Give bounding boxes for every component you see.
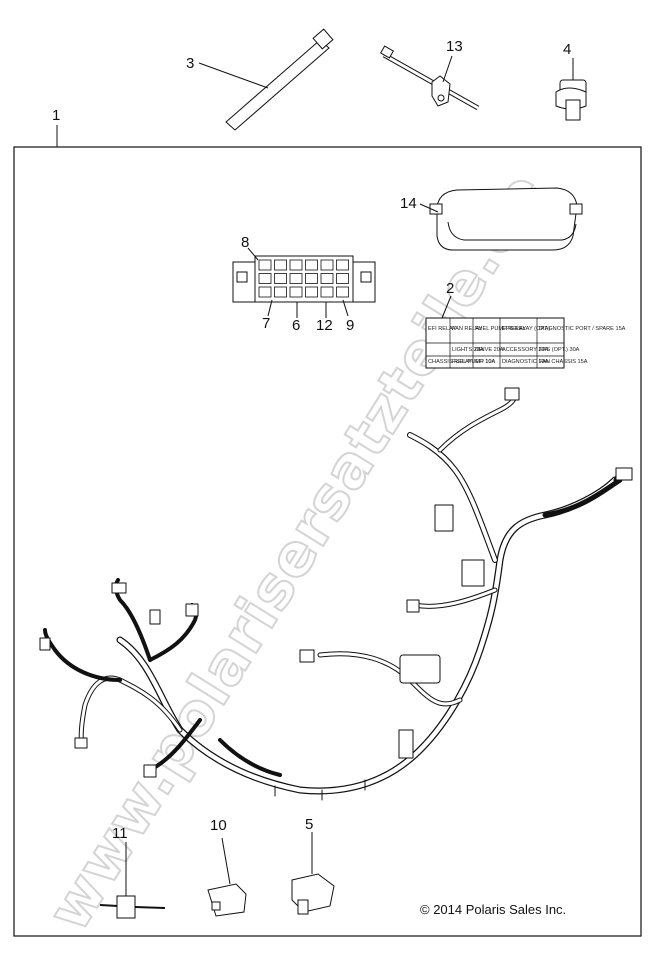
fuse-cell bbox=[305, 259, 318, 271]
fuse-label-decal: EFI RELAY FAN RELAY FUEL PUMP RELAY EPS … bbox=[425, 295, 626, 369]
decal-efi-10a: EFI 10A bbox=[475, 359, 495, 365]
fuse-cell bbox=[289, 259, 303, 271]
callout-6: 6 bbox=[292, 317, 300, 334]
callout-1: 1 bbox=[52, 107, 60, 124]
decal-eps-30a: EPS (OPT.) 30A bbox=[539, 347, 580, 353]
fuse-cell bbox=[336, 259, 349, 271]
fuse-cell bbox=[274, 273, 287, 284]
fuse-block bbox=[232, 247, 376, 318]
callout-10: 10 bbox=[210, 817, 227, 834]
inline-fuse-part bbox=[99, 842, 166, 919]
decal-lights-20a: LIGHTS 20A bbox=[452, 347, 484, 353]
callout-5: 5 bbox=[305, 816, 313, 833]
callout-13: 13 bbox=[446, 38, 463, 55]
decal-fan-chassis-15a: FAN CHASSIS 15A bbox=[539, 359, 588, 365]
fuse-cell bbox=[258, 286, 272, 298]
decal-chassis-relay: CHASSIS RELAY bbox=[428, 359, 472, 365]
callout-4: 4 bbox=[563, 41, 571, 58]
decal-fan-relay: FAN RELAY bbox=[452, 326, 483, 332]
callout-3: 3 bbox=[186, 55, 194, 72]
fuse-cell bbox=[336, 286, 349, 298]
callout-7: 7 bbox=[262, 315, 270, 332]
callout-11: 11 bbox=[112, 825, 128, 842]
fuse-cell bbox=[274, 286, 287, 298]
decal-fuel-pump-relay: FUEL PUMP RELAY bbox=[475, 326, 526, 332]
cable-tie-part bbox=[198, 28, 334, 131]
copyright-text: © 2014 Polaris Sales Inc. bbox=[420, 902, 566, 917]
fuse-cell bbox=[305, 286, 318, 298]
decal-diagnostic-spare: DIAGNOSTIC PORT / SPARE 15A bbox=[539, 326, 626, 332]
connector-part bbox=[291, 832, 335, 915]
fuse-cell bbox=[289, 273, 303, 284]
tie-mount-part bbox=[379, 45, 480, 111]
callout-2: 2 bbox=[446, 280, 454, 297]
fuse-cell bbox=[320, 259, 334, 271]
fuse-cell bbox=[258, 259, 272, 271]
decal-fuel-pump-10a: FUEL PUMP 10A bbox=[452, 359, 495, 365]
callout-8: 8 bbox=[241, 234, 249, 251]
callout-14: 14 bbox=[400, 195, 417, 212]
fuse-cell bbox=[305, 273, 318, 284]
decal-eps-relay: EPS RELAY (OPT.) bbox=[502, 326, 550, 332]
decal-drive-20a: DRIVE 20A bbox=[475, 347, 504, 353]
decal-diagnostic-10a: DIAGNOSTIC 10A bbox=[502, 359, 549, 365]
assembly-frame bbox=[13, 146, 642, 937]
decal-accessory-20a: ACCESSORY 20A bbox=[502, 347, 549, 353]
fuse-cell bbox=[274, 259, 287, 271]
clip-part bbox=[555, 58, 587, 121]
relay-clip-part bbox=[207, 837, 247, 917]
fuse-cell bbox=[336, 273, 349, 284]
fuse-cell bbox=[258, 273, 272, 284]
fuse-cell bbox=[289, 286, 303, 298]
callout-9: 9 bbox=[346, 317, 354, 334]
fuse-cell bbox=[320, 273, 334, 284]
decal-efi-relay: EFI RELAY bbox=[428, 326, 456, 332]
fuse-cell bbox=[320, 286, 334, 298]
wiring-harness bbox=[39, 387, 633, 801]
callout-12: 12 bbox=[316, 317, 333, 334]
fuse-cover-part bbox=[419, 187, 583, 251]
